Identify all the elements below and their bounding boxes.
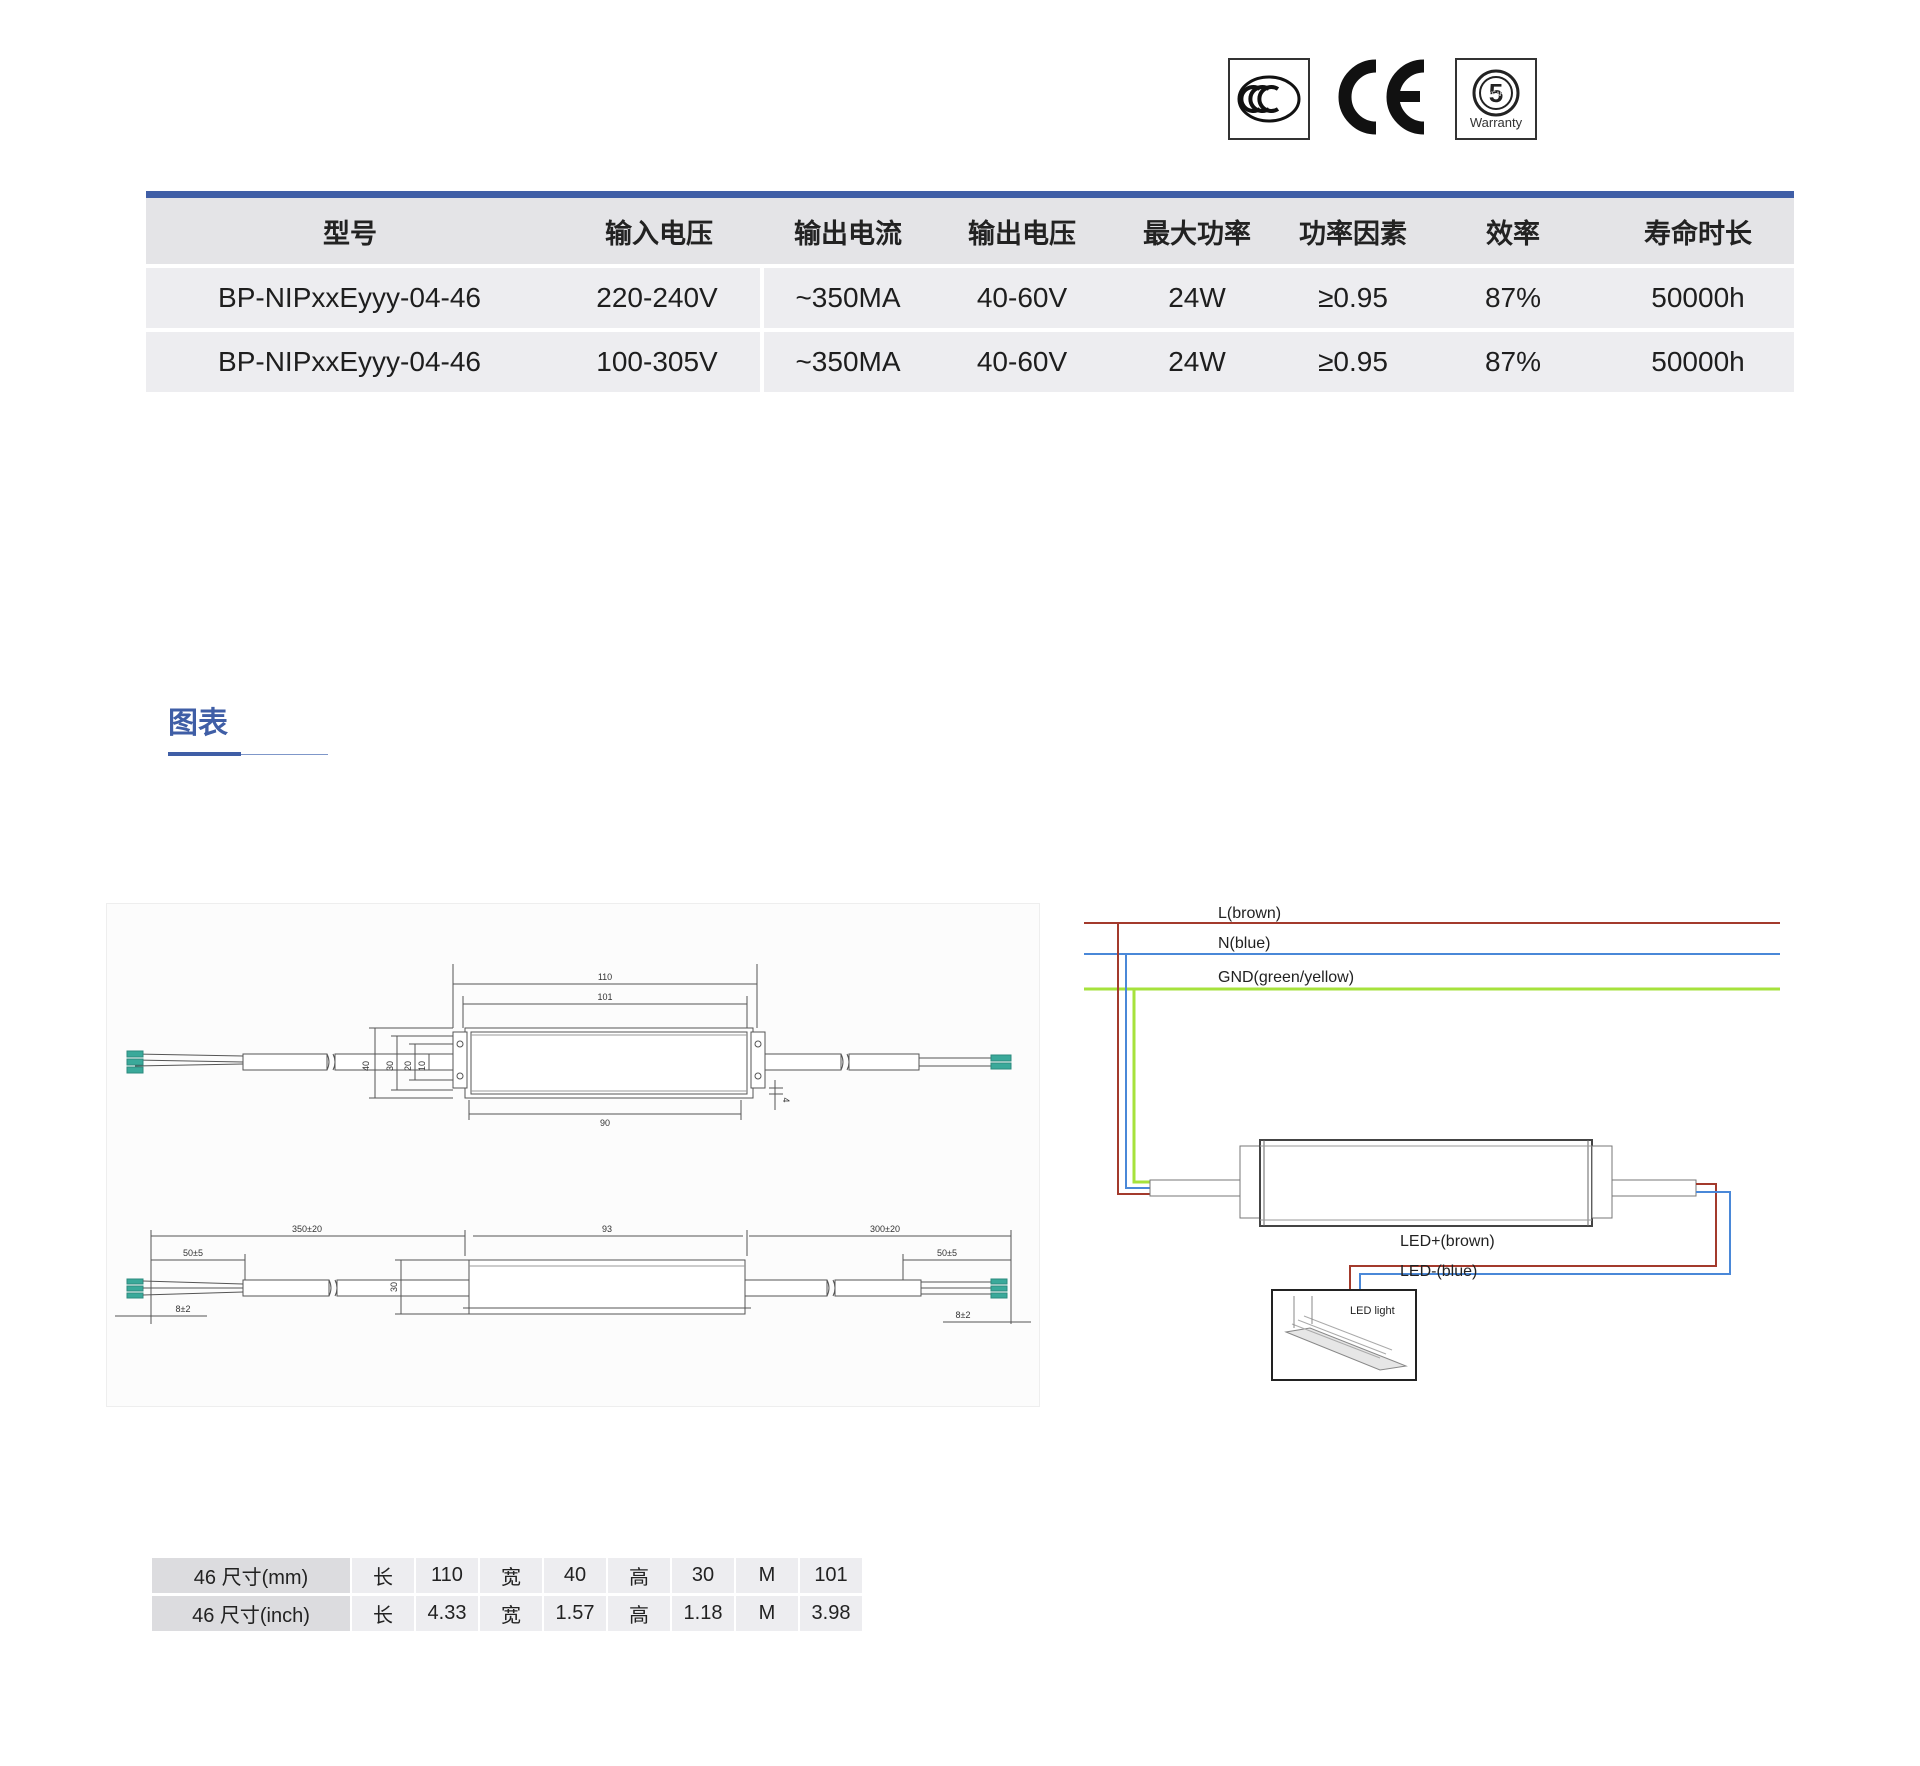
size-length-label: 长	[352, 1593, 416, 1631]
size-label-inch: 46 尺寸(inch)	[152, 1593, 352, 1631]
size-height-label: 高	[608, 1558, 672, 1593]
header-output-voltage: 输出电压	[932, 198, 1112, 264]
size-mount-value: 3.98	[800, 1593, 864, 1631]
dim-tip-out: 8±2	[956, 1310, 971, 1320]
table-row: 46 尺寸(inch) 长 4.33 宽 1.57 高 1.18 M 3.98	[152, 1593, 864, 1631]
label-n-blue: N(blue)	[1218, 935, 1270, 952]
cell-power-factor: ≥0.95	[1282, 264, 1424, 328]
dim-inner-30: 30	[385, 1061, 395, 1071]
cell-output-current: ~350MA	[764, 328, 932, 392]
section-title-underline	[168, 754, 328, 755]
size-label-mm: 46 尺寸(mm)	[152, 1558, 352, 1593]
dim-cable-out: 300±20	[870, 1224, 900, 1234]
cell-efficiency: 87%	[1424, 264, 1602, 328]
header-efficiency: 效率	[1424, 198, 1602, 264]
dim-foot: 4	[781, 1097, 791, 1102]
dimension-drawing-svg: 110 101 90 40 30 20 10 4 350±20 93 300±2…	[115, 964, 1031, 1324]
section-title: 图表	[168, 706, 228, 741]
dim-length-total: 110	[598, 972, 612, 982]
warranty-logo: 5 YEAR Warranty	[1455, 58, 1537, 140]
cell-max-power: 24W	[1112, 328, 1282, 392]
dim-inner-10: 10	[417, 1061, 427, 1071]
cell-output-voltage: 40-60V	[932, 328, 1112, 392]
cell-output-voltage: 40-60V	[932, 264, 1112, 328]
header-power-factor: 功率因素	[1282, 198, 1424, 264]
warranty-year-number: 5	[1489, 78, 1503, 108]
header-max-power: 最大功率	[1112, 198, 1282, 264]
cell-max-power: 24W	[1112, 264, 1282, 328]
size-length-value: 4.33	[416, 1593, 480, 1631]
dim-strip-out: 50±5	[937, 1248, 957, 1258]
label-led-plus: LED+(brown)	[1400, 1233, 1495, 1250]
label-l-brown: L(brown)	[1218, 905, 1281, 922]
size-height-label: 高	[608, 1593, 672, 1631]
ccc-certification-logo	[1228, 58, 1310, 140]
size-mount-label: M	[736, 1558, 800, 1593]
size-width-label: 宽	[480, 1593, 544, 1631]
dim-body-side: 93	[602, 1224, 612, 1234]
wiring-diagram-svg: L(brown) N(blue) GND(green/yellow) LED+(…	[1084, 905, 1780, 1381]
size-length-value: 110	[416, 1558, 480, 1593]
size-height-value: 30	[672, 1558, 736, 1593]
cell-model: BP-NIPxxEyyy-04-46	[146, 264, 554, 328]
size-length-label: 长	[352, 1558, 416, 1593]
label-gnd: GND(green/yellow)	[1218, 969, 1354, 986]
size-mount-value: 101	[800, 1558, 864, 1593]
header-model: 型号	[146, 198, 554, 264]
spec-table: 型号 输入电压 输出电流 输出电压 最大功率 功率因素 效率 寿命时长 BP-N…	[146, 198, 1794, 392]
header-lifetime: 寿命时长	[1602, 198, 1794, 264]
table-row: BP-NIPxxEyyy-04-46 220-240V ~350MA 40-60…	[146, 264, 1794, 328]
cell-lifetime: 50000h	[1602, 328, 1794, 392]
dim-inner-20: 20	[403, 1061, 413, 1071]
wiring-diagram: L(brown) N(blue) GND(green/yellow) LED+(…	[1080, 900, 1780, 1390]
header-output-current: 输出电流	[764, 198, 932, 264]
cell-lifetime: 50000h	[1602, 264, 1794, 328]
cell-efficiency: 87%	[1424, 328, 1602, 392]
cell-model: BP-NIPxxEyyy-04-46	[146, 328, 554, 392]
header-input-voltage: 输入电压	[554, 198, 764, 264]
label-led-minus: LED-(blue)	[1400, 1263, 1477, 1280]
dim-cable-in: 350±20	[292, 1224, 322, 1234]
dim-width: 40	[361, 1061, 371, 1071]
label-led-light: LED light	[1350, 1305, 1395, 1317]
cell-output-current: ~350MA	[764, 264, 932, 328]
dim-length-body: 90	[600, 1118, 610, 1128]
cell-input-voltage: 220-240V	[554, 264, 764, 328]
size-width-value: 40	[544, 1558, 608, 1593]
size-height-value: 1.18	[672, 1593, 736, 1631]
section-title-underline-accent	[168, 752, 241, 756]
cell-power-factor: ≥0.95	[1282, 328, 1424, 392]
table-row: 46 尺寸(mm) 长 110 宽 40 高 30 M 101	[152, 1558, 864, 1593]
dim-tip-in: 8±2	[176, 1304, 191, 1314]
dim-height: 30	[389, 1282, 399, 1292]
table-row: BP-NIPxxEyyy-04-46 100-305V ~350MA 40-60…	[146, 328, 1794, 392]
size-mount-label: M	[736, 1593, 800, 1631]
dim-strip-in: 50±5	[183, 1248, 203, 1258]
size-width-label: 宽	[480, 1558, 544, 1593]
ce-certification-logo	[1334, 52, 1430, 142]
size-table: 46 尺寸(mm) 长 110 宽 40 高 30 M 101 46 尺寸(in…	[152, 1558, 864, 1631]
warranty-year-label: YEAR	[1488, 92, 1505, 98]
size-width-value: 1.57	[544, 1593, 608, 1631]
dimension-drawing: 110 101 90 40 30 20 10 4 350±20 93 300±2…	[106, 903, 1040, 1407]
warranty-text: Warranty	[1469, 115, 1523, 130]
spec-table-header: 型号 输入电压 输出电流 输出电压 最大功率 功率因素 效率 寿命时长	[146, 198, 1794, 264]
dim-length-mounting: 101	[597, 992, 612, 1002]
cell-input-voltage: 100-305V	[554, 328, 764, 392]
spec-table-top-bar	[146, 191, 1794, 198]
